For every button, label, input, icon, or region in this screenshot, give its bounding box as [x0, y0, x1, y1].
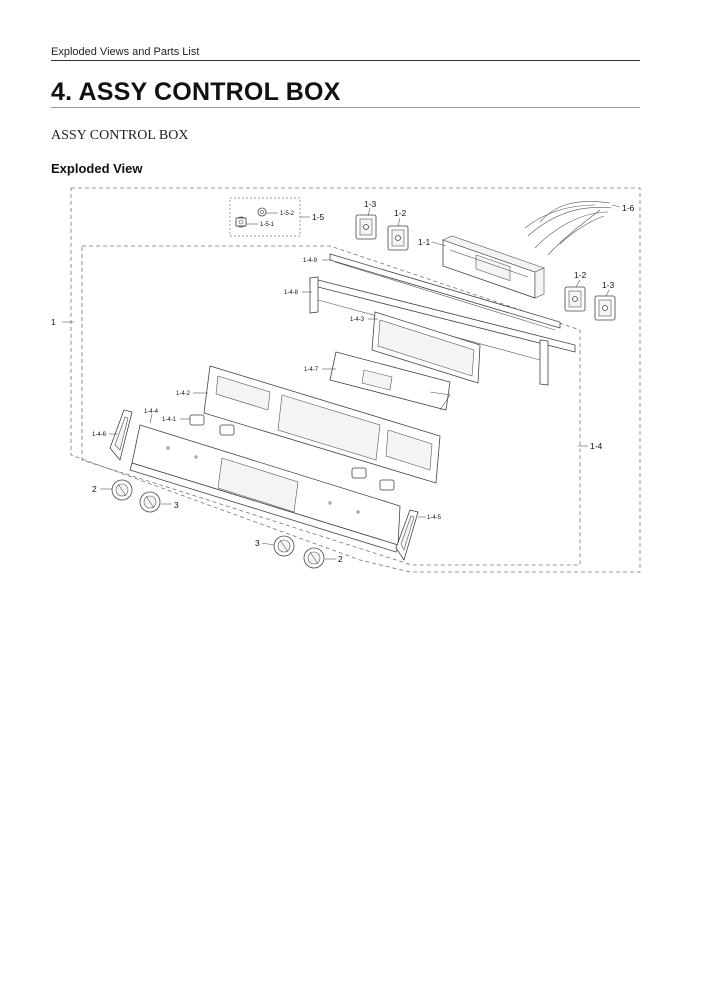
leader-lines: [62, 204, 621, 560]
callout-1-5: 1-5: [312, 212, 325, 222]
part-1-2-top-encoder: [387, 225, 409, 251]
part-1-4-2-panel-bracket: [203, 365, 441, 484]
part-1-4-7-display-window: [329, 351, 451, 411]
part-1-1-control-board: [442, 235, 545, 299]
title-rule: [51, 107, 640, 108]
callout-2-left: 2: [92, 484, 97, 494]
callout-1-4-4: 1-4-4: [144, 409, 159, 415]
part-3-bottom-knob: [273, 535, 295, 557]
callout-1-2-top: 1-2: [394, 208, 407, 218]
callout-1-4-7: 1-4-7: [304, 367, 319, 373]
callout-1: 1: [51, 317, 56, 327]
assembly-1-4-boundary: [81, 245, 581, 566]
callout-1-4: 1-4: [590, 441, 603, 451]
part-1-2-right-encoder: [564, 286, 586, 312]
callout-1-5-1: 1-5-1: [260, 222, 275, 228]
header-rule: [51, 60, 640, 61]
part-1-4-3-display-holder: [371, 311, 481, 384]
callout-1-4-2: 1-4-2: [176, 391, 191, 397]
part-1-4-1-clips: [189, 414, 395, 491]
part-3-left-knob: [139, 491, 161, 513]
callout-1-6: 1-6: [622, 203, 635, 213]
part-1-4-5-right-end-cap: [395, 509, 419, 561]
part-2-bottom-knob: [303, 547, 325, 569]
part-1-3-top-encoder: [355, 214, 377, 240]
part-1-5-2: [257, 207, 267, 217]
callout-3-left: 3: [174, 500, 179, 510]
running-head: Exploded Views and Parts List: [51, 46, 200, 58]
callout-1-3-right: 1-3: [602, 280, 615, 290]
callout-2-bottom: 2: [338, 554, 343, 564]
callout-1-4-1: 1-4-1: [162, 417, 177, 423]
callout-1-4-5: 1-4-5: [427, 515, 442, 521]
part-1-3-right-encoder: [594, 295, 616, 321]
callout-1-4-9: 1-4-9: [303, 258, 318, 264]
part-1-4-4-front-panel: [129, 424, 401, 553]
part-1-5-1: [235, 216, 247, 228]
part-1-4-8-frame: [309, 276, 576, 386]
callout-1-1: 1-1: [418, 237, 431, 247]
part-1-4-6-left-end-cap: [109, 409, 133, 461]
part-1-4-9-top-rail: [329, 253, 561, 331]
assembly-1-boundary: [70, 187, 641, 573]
part-2-left-knob: [111, 479, 133, 501]
callout-1-4-6: 1-4-6: [92, 432, 107, 438]
callout-1-4-8: 1-4-8: [284, 290, 299, 296]
callout-1-2-right: 1-2: [574, 270, 587, 280]
exploded-view-label: Exploded View: [51, 161, 143, 176]
part-1-6-wire-harness: [524, 201, 613, 256]
callout-1-3-top: 1-3: [364, 199, 377, 209]
callout-3-bottom: 3: [255, 538, 260, 548]
callout-1-4-3: 1-4-3: [350, 317, 365, 323]
section-title: 4. ASSY CONTROL BOX: [51, 78, 341, 106]
callout-1-5-2: 1-5-2: [280, 211, 295, 217]
section-subtitle: ASSY CONTROL BOX: [51, 128, 189, 143]
